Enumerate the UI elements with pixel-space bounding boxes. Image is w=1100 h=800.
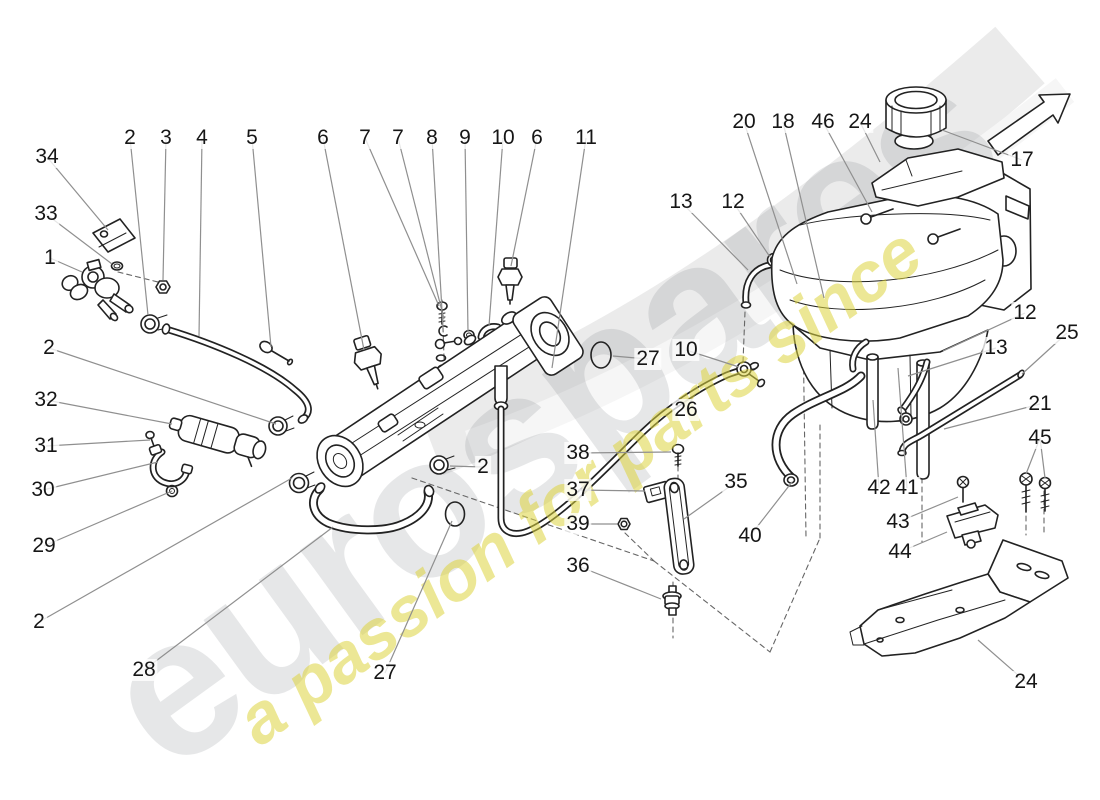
part-3-nut-drawing xyxy=(155,280,171,294)
callout-label-41: 41 xyxy=(893,475,921,500)
part-39-nut-drawing xyxy=(617,517,631,531)
part-2-clamp-a-drawing xyxy=(140,314,168,334)
callout-label-7: 7 xyxy=(390,125,406,150)
callout-label-27: 27 xyxy=(371,660,399,685)
callout-label-10: 10 xyxy=(489,125,517,150)
part-8-c-ring-drawing xyxy=(438,325,448,337)
part-45-screws-drawing xyxy=(1019,472,1052,513)
part-46-screws-drawing xyxy=(860,208,961,245)
part-10-elbow-b-drawing xyxy=(736,361,766,388)
part-27-oring-a-drawing xyxy=(590,341,612,369)
callout-label-39: 39 xyxy=(564,511,592,536)
callout-label-20: 20 xyxy=(730,109,758,134)
callout-label-17: 17 xyxy=(1008,147,1036,172)
callout-label-3: 3 xyxy=(158,125,174,150)
callout-label-37: 37 xyxy=(564,477,592,502)
callout-label-42: 42 xyxy=(865,475,893,500)
callout-label-34: 34 xyxy=(33,144,61,169)
callout-label-24: 24 xyxy=(846,109,874,134)
part-35-strap-drawing xyxy=(663,477,695,575)
callout-label-27: 27 xyxy=(634,346,662,371)
callout-label-11: 11 xyxy=(573,125,599,150)
callout-label-40: 40 xyxy=(736,523,764,548)
callout-label-35: 35 xyxy=(722,469,750,494)
part-29-ring-drawing xyxy=(165,484,179,498)
part-1-solenoid-valve-drawing xyxy=(61,258,134,322)
callout-label-2: 2 xyxy=(41,335,57,360)
callout-label-26: 26 xyxy=(672,397,700,422)
callout-label-29: 29 xyxy=(30,533,58,558)
part-24-cover-drawing xyxy=(871,148,1005,207)
callout-label-8: 8 xyxy=(424,125,440,150)
callout-label-13: 13 xyxy=(982,335,1010,360)
callout-label-2: 2 xyxy=(31,609,47,634)
part-27-oring-b-drawing xyxy=(444,501,466,527)
part-33-ring-drawing xyxy=(110,261,124,271)
part-4-hose-drawing xyxy=(161,323,312,424)
callout-label-32: 32 xyxy=(32,387,60,412)
part-10-elbow-a-drawing xyxy=(477,323,502,341)
part-6-temp-sensor-b-drawing xyxy=(497,257,523,305)
part-11-coolant-pipe-drawing xyxy=(316,296,584,488)
part-18-expansion-tank-drawing xyxy=(770,166,1032,480)
part-36-valve-drawing xyxy=(662,585,682,616)
callout-label-7: 7 xyxy=(357,125,373,150)
callout-label-33: 33 xyxy=(32,201,60,226)
callout-label-12: 12 xyxy=(1011,300,1039,325)
part-2-clamp-d-drawing xyxy=(429,455,456,475)
callout-label-9: 9 xyxy=(457,125,473,150)
callout-label-31: 31 xyxy=(32,433,60,458)
callout-label-21: 21 xyxy=(1026,391,1054,416)
callout-label-18: 18 xyxy=(769,109,797,134)
part-34-plate-drawing xyxy=(92,218,136,253)
part-2-clamp-c-drawing xyxy=(288,471,316,494)
callout-label-1: 1 xyxy=(42,245,58,270)
callout-label-24: 24 xyxy=(1012,669,1040,694)
callout-label-2: 2 xyxy=(122,125,138,150)
callout-label-13: 13 xyxy=(667,189,695,214)
part-32-aux-water-pump-drawing xyxy=(168,414,267,468)
part-25-21-tube-drawing xyxy=(897,369,1025,457)
part-24-bracket-drawing xyxy=(849,539,1069,657)
callout-label-5: 5 xyxy=(244,125,260,150)
part-13-hose-b-drawing xyxy=(897,358,931,426)
part-6-temp-sensor-a-drawing xyxy=(353,334,382,390)
callout-label-44: 44 xyxy=(886,539,914,564)
part-30-u-hose-drawing xyxy=(148,443,194,488)
part-43-screw-drawing xyxy=(956,475,970,503)
part-17-cap-drawing xyxy=(885,86,947,150)
callout-label-38: 38 xyxy=(564,440,592,465)
callout-label-25: 25 xyxy=(1053,320,1081,345)
direction-arrow-icon xyxy=(987,93,1071,156)
part-44-level-sensor-drawing xyxy=(946,502,999,549)
callout-label-43: 43 xyxy=(884,509,912,534)
callout-label-6: 6 xyxy=(315,125,331,150)
callout-label-12: 12 xyxy=(719,189,747,214)
callout-label-6: 6 xyxy=(529,125,545,150)
callout-label-28: 28 xyxy=(130,657,158,682)
callout-label-30: 30 xyxy=(29,477,57,502)
callout-label-46: 46 xyxy=(809,109,837,134)
part-5-bolt-drawing xyxy=(259,340,294,366)
part-28-hose-drawing xyxy=(308,482,435,535)
part-38-bolt-drawing xyxy=(671,443,685,467)
callout-label-36: 36 xyxy=(564,553,592,578)
callout-label-2: 2 xyxy=(475,454,491,479)
part-2-clamp-b-drawing xyxy=(268,415,295,436)
callout-label-10: 10 xyxy=(672,337,700,362)
part-13-hose-a-drawing xyxy=(740,261,774,309)
part-26-pipe-drawing xyxy=(493,361,760,537)
callout-label-4: 4 xyxy=(194,125,210,150)
callout-label-45: 45 xyxy=(1026,425,1054,450)
part-40-hose-drawing xyxy=(771,371,866,487)
